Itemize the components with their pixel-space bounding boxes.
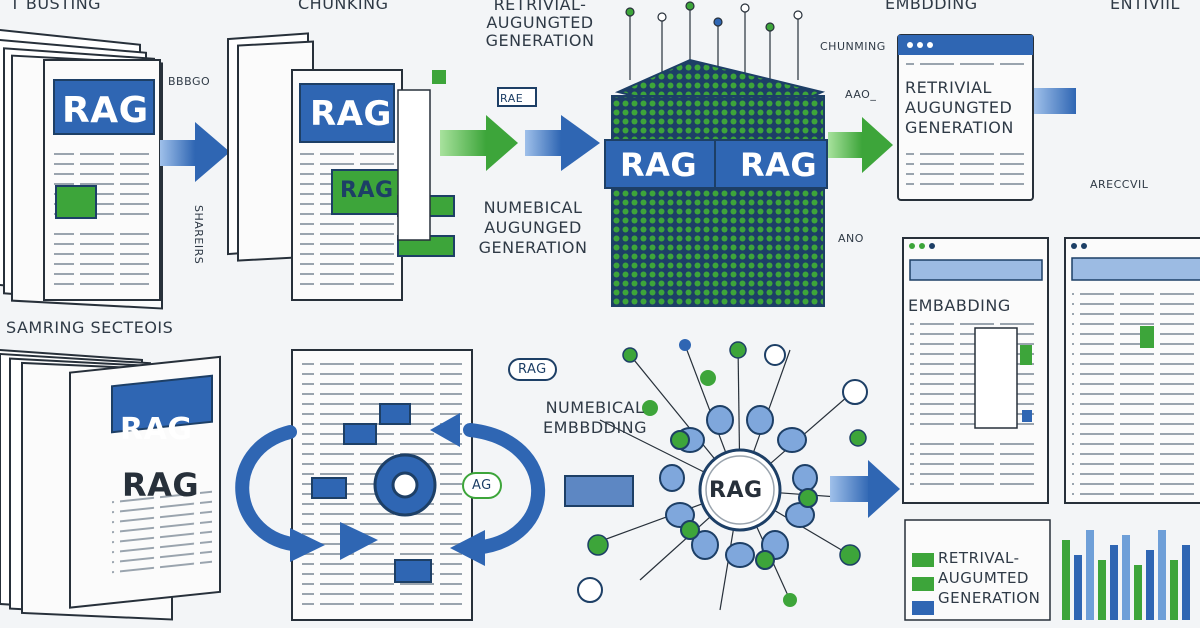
ag-bubble: AG <box>462 472 502 499</box>
rag-doc-bottom-2: RAG <box>122 466 200 504</box>
rag-doc-top-left: RAG <box>62 90 149 131</box>
cycle-document <box>291 349 473 621</box>
red-tag <box>497 87 537 107</box>
label-top-left: T BUSTING <box>10 0 102 13</box>
label-window-retrieval: RETRIVIAL AUGUNGTED GENERATION <box>905 78 1014 137</box>
cycle-arrow-head-2 <box>450 530 485 566</box>
bottom-legend <box>904 519 1051 621</box>
label-archive: ARECCVIL <box>1090 178 1149 191</box>
label-retrieval-top: RETRIVIAL- AUGUNGTED GENERATION <box>485 0 595 50</box>
rag-core-burst <box>577 339 881 611</box>
label-aao: AAO_ <box>845 88 877 101</box>
embedding-panel <box>902 237 1049 504</box>
embedding-window <box>897 34 1034 201</box>
rag-green-label: RAG <box>340 178 394 203</box>
rag-cube-right: RAG <box>740 146 818 184</box>
cycle-arrow-head-4 <box>340 522 378 560</box>
rag-cube <box>604 1 828 307</box>
label-vertical: SHAREIRS <box>192 205 205 265</box>
document-stack-bottom-left <box>0 348 221 621</box>
label-chunking: CHUNKING <box>298 0 389 13</box>
rag-chunk-label: RAG <box>310 94 392 134</box>
rag-core: RAG <box>709 478 763 503</box>
bar-graphic <box>1062 530 1190 620</box>
document-stack-top-left <box>0 27 163 310</box>
arrow-4 <box>828 117 893 173</box>
red-tag-label: RAE <box>500 92 524 105</box>
label-panel-embedding: EMBABDING <box>908 296 1011 315</box>
cycle-arrow-head-3 <box>430 413 460 447</box>
cycle-arrow-head-1 <box>290 528 325 562</box>
label-retrieval-bottom: RETRIVAL- AUGUMTED GENERATION <box>938 549 1041 607</box>
label-small-ticks: BBBGO <box>168 75 211 88</box>
label-chunming: CHUNMING <box>820 40 886 53</box>
arrow-6 <box>830 460 900 518</box>
label-sharing-sections: SAMRING SECTEOIS <box>6 318 174 337</box>
arrow-5 <box>1034 88 1076 114</box>
arrow-1 <box>160 122 230 182</box>
arrow-3 <box>525 115 600 171</box>
connector-bar <box>564 475 634 507</box>
chunking-book <box>227 32 455 301</box>
label-embedding-top: EMBDDING <box>885 0 978 13</box>
arrow-2 <box>440 115 518 171</box>
rag-bubble: RAG <box>508 358 557 381</box>
label-top-right: ENTIVIIL <box>1110 0 1180 13</box>
cycle-arrows <box>235 423 546 555</box>
rag-doc-bottom-1: RAG <box>120 412 193 447</box>
rag-cube-left: RAG <box>620 146 698 184</box>
retrieval-panel <box>1064 237 1200 504</box>
small-green-square <box>432 70 446 84</box>
label-numerical-aug: NUMEBICAL AUGUNGED GENERATION <box>478 198 588 257</box>
label-numerical-emb: NUMEBICAL EMBBDDING <box>542 398 648 437</box>
label-ano: ANO <box>838 232 864 245</box>
